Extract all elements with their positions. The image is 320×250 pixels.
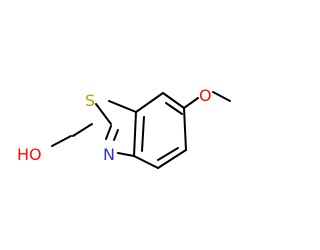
bond-ch2-oh xyxy=(51,135,72,147)
bond-c2-n-2 xyxy=(113,129,119,141)
bond-c3a-c7a-inner xyxy=(141,116,145,152)
bond-c7a-c7 xyxy=(135,92,164,113)
atom-nitrogen-label: N xyxy=(103,145,115,164)
bond-c5-c4 xyxy=(157,149,187,169)
atom-ether-oxygen-label: O xyxy=(199,86,212,105)
bond-c7-c6 xyxy=(162,92,185,109)
atom-hydroxyl-label: HO xyxy=(17,145,42,164)
bond-s-c2 xyxy=(95,103,112,125)
bond-o-ch3 xyxy=(212,91,231,102)
bond-c7a-s xyxy=(108,100,137,113)
bond-c3a-c7a xyxy=(133,111,137,157)
structure-canvas: S N HO O xyxy=(17,86,231,169)
bond-c6-o xyxy=(183,97,199,109)
bond-c2-ch2 xyxy=(72,123,93,137)
molecule-structure: S N HO O xyxy=(17,86,231,169)
bond-c2-n-1 xyxy=(105,125,112,140)
bond-c4-c3a xyxy=(133,155,159,169)
bond-n-c3a xyxy=(117,152,135,157)
bond-c6-c5 xyxy=(183,107,187,151)
bond-c5-c4-inner xyxy=(157,147,179,161)
bond-c7-c6-inner xyxy=(165,102,183,115)
atom-sulfur-label: S xyxy=(85,91,95,110)
